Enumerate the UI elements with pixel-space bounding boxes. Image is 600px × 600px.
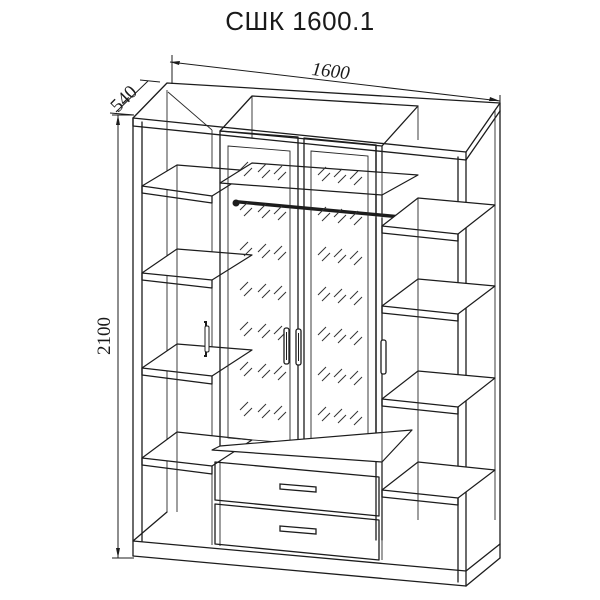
drawer-1[interactable] xyxy=(214,461,380,517)
model-title: СШК 1600.1 xyxy=(225,6,375,36)
width-dimension: 1600 xyxy=(169,55,501,110)
drawer-2[interactable] xyxy=(214,503,380,561)
left-shelf-2 xyxy=(141,248,253,281)
height-label: 2100 xyxy=(94,317,115,355)
right-handle-icon[interactable] xyxy=(380,339,387,375)
width-label: 1600 xyxy=(311,59,352,84)
height-dimension: 2100 xyxy=(94,114,134,559)
left-mirror-pattern xyxy=(239,161,287,421)
center-drawer-top xyxy=(211,429,413,463)
right-section xyxy=(380,106,496,560)
right-shelf-3 xyxy=(381,370,496,408)
drawer-2-handle-icon[interactable] xyxy=(279,525,317,535)
left-section xyxy=(141,91,253,546)
center-left-handle-icon[interactable] xyxy=(283,327,290,365)
left-shelf-3 xyxy=(141,343,253,377)
right-shelf-2 xyxy=(381,278,496,315)
right-shelf-4 xyxy=(381,461,496,499)
center-hat-shelf xyxy=(219,162,419,196)
carcass xyxy=(132,82,501,587)
right-mirror-pattern xyxy=(317,166,363,426)
depth-label: 540 xyxy=(107,82,142,117)
right-shelf-1 xyxy=(381,197,496,235)
center-right-handle-icon[interactable] xyxy=(295,328,302,366)
drawer-1-handle-icon[interactable] xyxy=(279,483,317,493)
hanging-rod xyxy=(235,200,399,219)
